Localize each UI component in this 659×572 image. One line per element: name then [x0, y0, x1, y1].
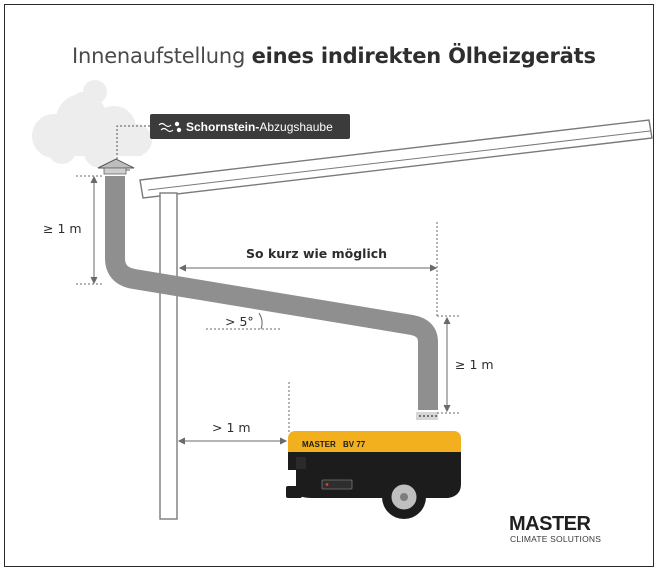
logo-brand: MASTER	[509, 513, 592, 535]
heater-model: BV 77	[343, 440, 366, 449]
wall-column	[159, 192, 178, 520]
chimney-label-normal: Abzugshaube	[259, 120, 333, 134]
label-heater-height: ≥ 1 m	[455, 357, 494, 372]
dimension-wall-distance	[177, 382, 290, 445]
angle-indicator	[206, 312, 280, 330]
dimension-chimney-height	[76, 175, 104, 285]
heater-brand: MASTER	[302, 440, 336, 449]
chimney-cap	[97, 158, 135, 175]
master-logo: MASTER CLIMATE SOLUTIONS	[509, 513, 601, 544]
smoke-clouds	[32, 80, 152, 168]
label-horizontal-run: So kurz wie möglich	[246, 246, 387, 261]
smoke-icon	[158, 121, 182, 133]
diagram-title: Innenaufstellung eines indirekten Ölheiz…	[72, 44, 596, 68]
flue-duct	[105, 176, 438, 410]
label-chimney-height: ≥ 1 m	[43, 221, 82, 236]
dimension-heater-height	[437, 315, 460, 414]
dimension-horizontal-run	[178, 222, 438, 318]
chimney-hood-label: Schornstein-Abzugshaube	[150, 114, 350, 139]
chimney-label-bold: Schornstein-	[186, 120, 259, 134]
logo-tagline: CLIMATE SOLUTIONS	[510, 534, 601, 544]
grille-holes	[419, 415, 437, 417]
label-angle: > 5°	[225, 314, 254, 329]
label-leader-line	[116, 125, 150, 160]
heater-wheel	[382, 475, 426, 519]
oil-heater: MASTER BV 77	[286, 431, 461, 519]
roof	[139, 119, 653, 199]
label-wall-distance: > 1 m	[212, 420, 251, 435]
svg-text:Schornstein-Abzugshaube: Schornstein-Abzugshaube	[186, 120, 333, 134]
